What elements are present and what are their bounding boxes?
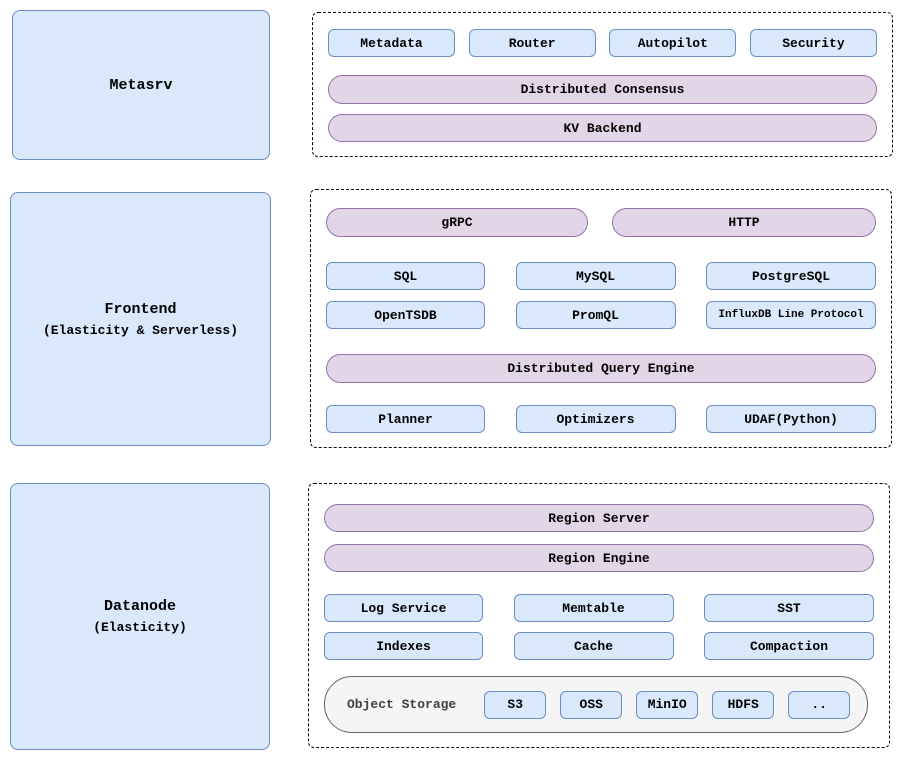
engine-components-row: Planner Optimizers UDAF(Python) [326, 405, 876, 433]
frontend-group-container: gRPC HTTP SQL MySQL PostgreSQL OpenTSDB … [310, 189, 892, 448]
storage-components-row-2: Indexes Cache Compaction [324, 632, 874, 660]
sst-box: SST [704, 594, 874, 622]
frontend-title: Frontend [104, 300, 177, 318]
metadata-box: Metadata [328, 29, 455, 57]
frontend-subtitle: (Elasticity & Serverless) [42, 322, 239, 338]
planner-box: Planner [326, 405, 485, 433]
other-backends-box: .. [788, 690, 851, 719]
kv-backend-pill: KV Backend [328, 114, 877, 142]
storage-components-row-1: Log Service Memtable SST [324, 594, 874, 622]
opentsdb-box: OpenTSDB [326, 301, 485, 329]
influxdb-line-protocol-box: InfluxDB Line Protocol [706, 301, 876, 329]
grpc-pill: gRPC [326, 208, 588, 237]
s3-box: S3 [484, 690, 547, 719]
query-protocols-row-2: OpenTSDB PromQL InfluxDB Line Protocol [326, 301, 876, 329]
security-box: Security [749, 29, 877, 57]
protocol-pills-row: gRPC HTTP [326, 208, 876, 237]
metasrv-node: Metasrv [12, 10, 270, 160]
promql-box: PromQL [515, 301, 676, 329]
hdfs-box: HDFS [712, 690, 775, 719]
oss-box: OSS [560, 690, 623, 719]
udaf-python-box: UDAF(Python) [706, 405, 876, 433]
metasrv-services-row: Metadata Router Autopilot Security [328, 29, 877, 57]
mysql-box: MySQL [515, 262, 676, 290]
compaction-box: Compaction [704, 632, 874, 660]
indexes-box: Indexes [324, 632, 483, 660]
distributed-consensus-pill: Distributed Consensus [328, 75, 877, 104]
frontend-node: Frontend (Elasticity & Serverless) [10, 192, 271, 446]
log-service-box: Log Service [324, 594, 483, 622]
datanode-group-container: Region Server Region Engine Log Service … [308, 483, 890, 748]
autopilot-box: Autopilot [609, 29, 737, 57]
minio-box: MinIO [636, 690, 699, 719]
metasrv-group-container: Metadata Router Autopilot Security Distr… [312, 12, 893, 157]
postgresql-box: PostgreSQL [706, 262, 876, 290]
object-storage-label: Object Storage [347, 697, 457, 712]
sql-box: SQL [326, 262, 485, 290]
object-storage-container: Object Storage S3 OSS MinIO HDFS .. [324, 676, 868, 733]
distributed-query-engine-pill: Distributed Query Engine [326, 354, 876, 383]
optimizers-box: Optimizers [515, 405, 676, 433]
region-engine-pill: Region Engine [324, 544, 874, 572]
memtable-box: Memtable [513, 594, 674, 622]
router-box: Router [468, 29, 596, 57]
http-pill: HTTP [612, 208, 876, 237]
cache-box: Cache [513, 632, 674, 660]
datanode-node: Datanode (Elasticity) [10, 483, 270, 750]
metasrv-title: Metasrv [109, 76, 173, 94]
datanode-subtitle: (Elasticity) [93, 620, 187, 635]
datanode-title: Datanode [103, 598, 176, 615]
object-storage-backends-row: S3 OSS MinIO HDFS .. [484, 690, 851, 719]
region-server-pill: Region Server [324, 504, 874, 532]
query-protocols-row-1: SQL MySQL PostgreSQL [326, 262, 876, 290]
